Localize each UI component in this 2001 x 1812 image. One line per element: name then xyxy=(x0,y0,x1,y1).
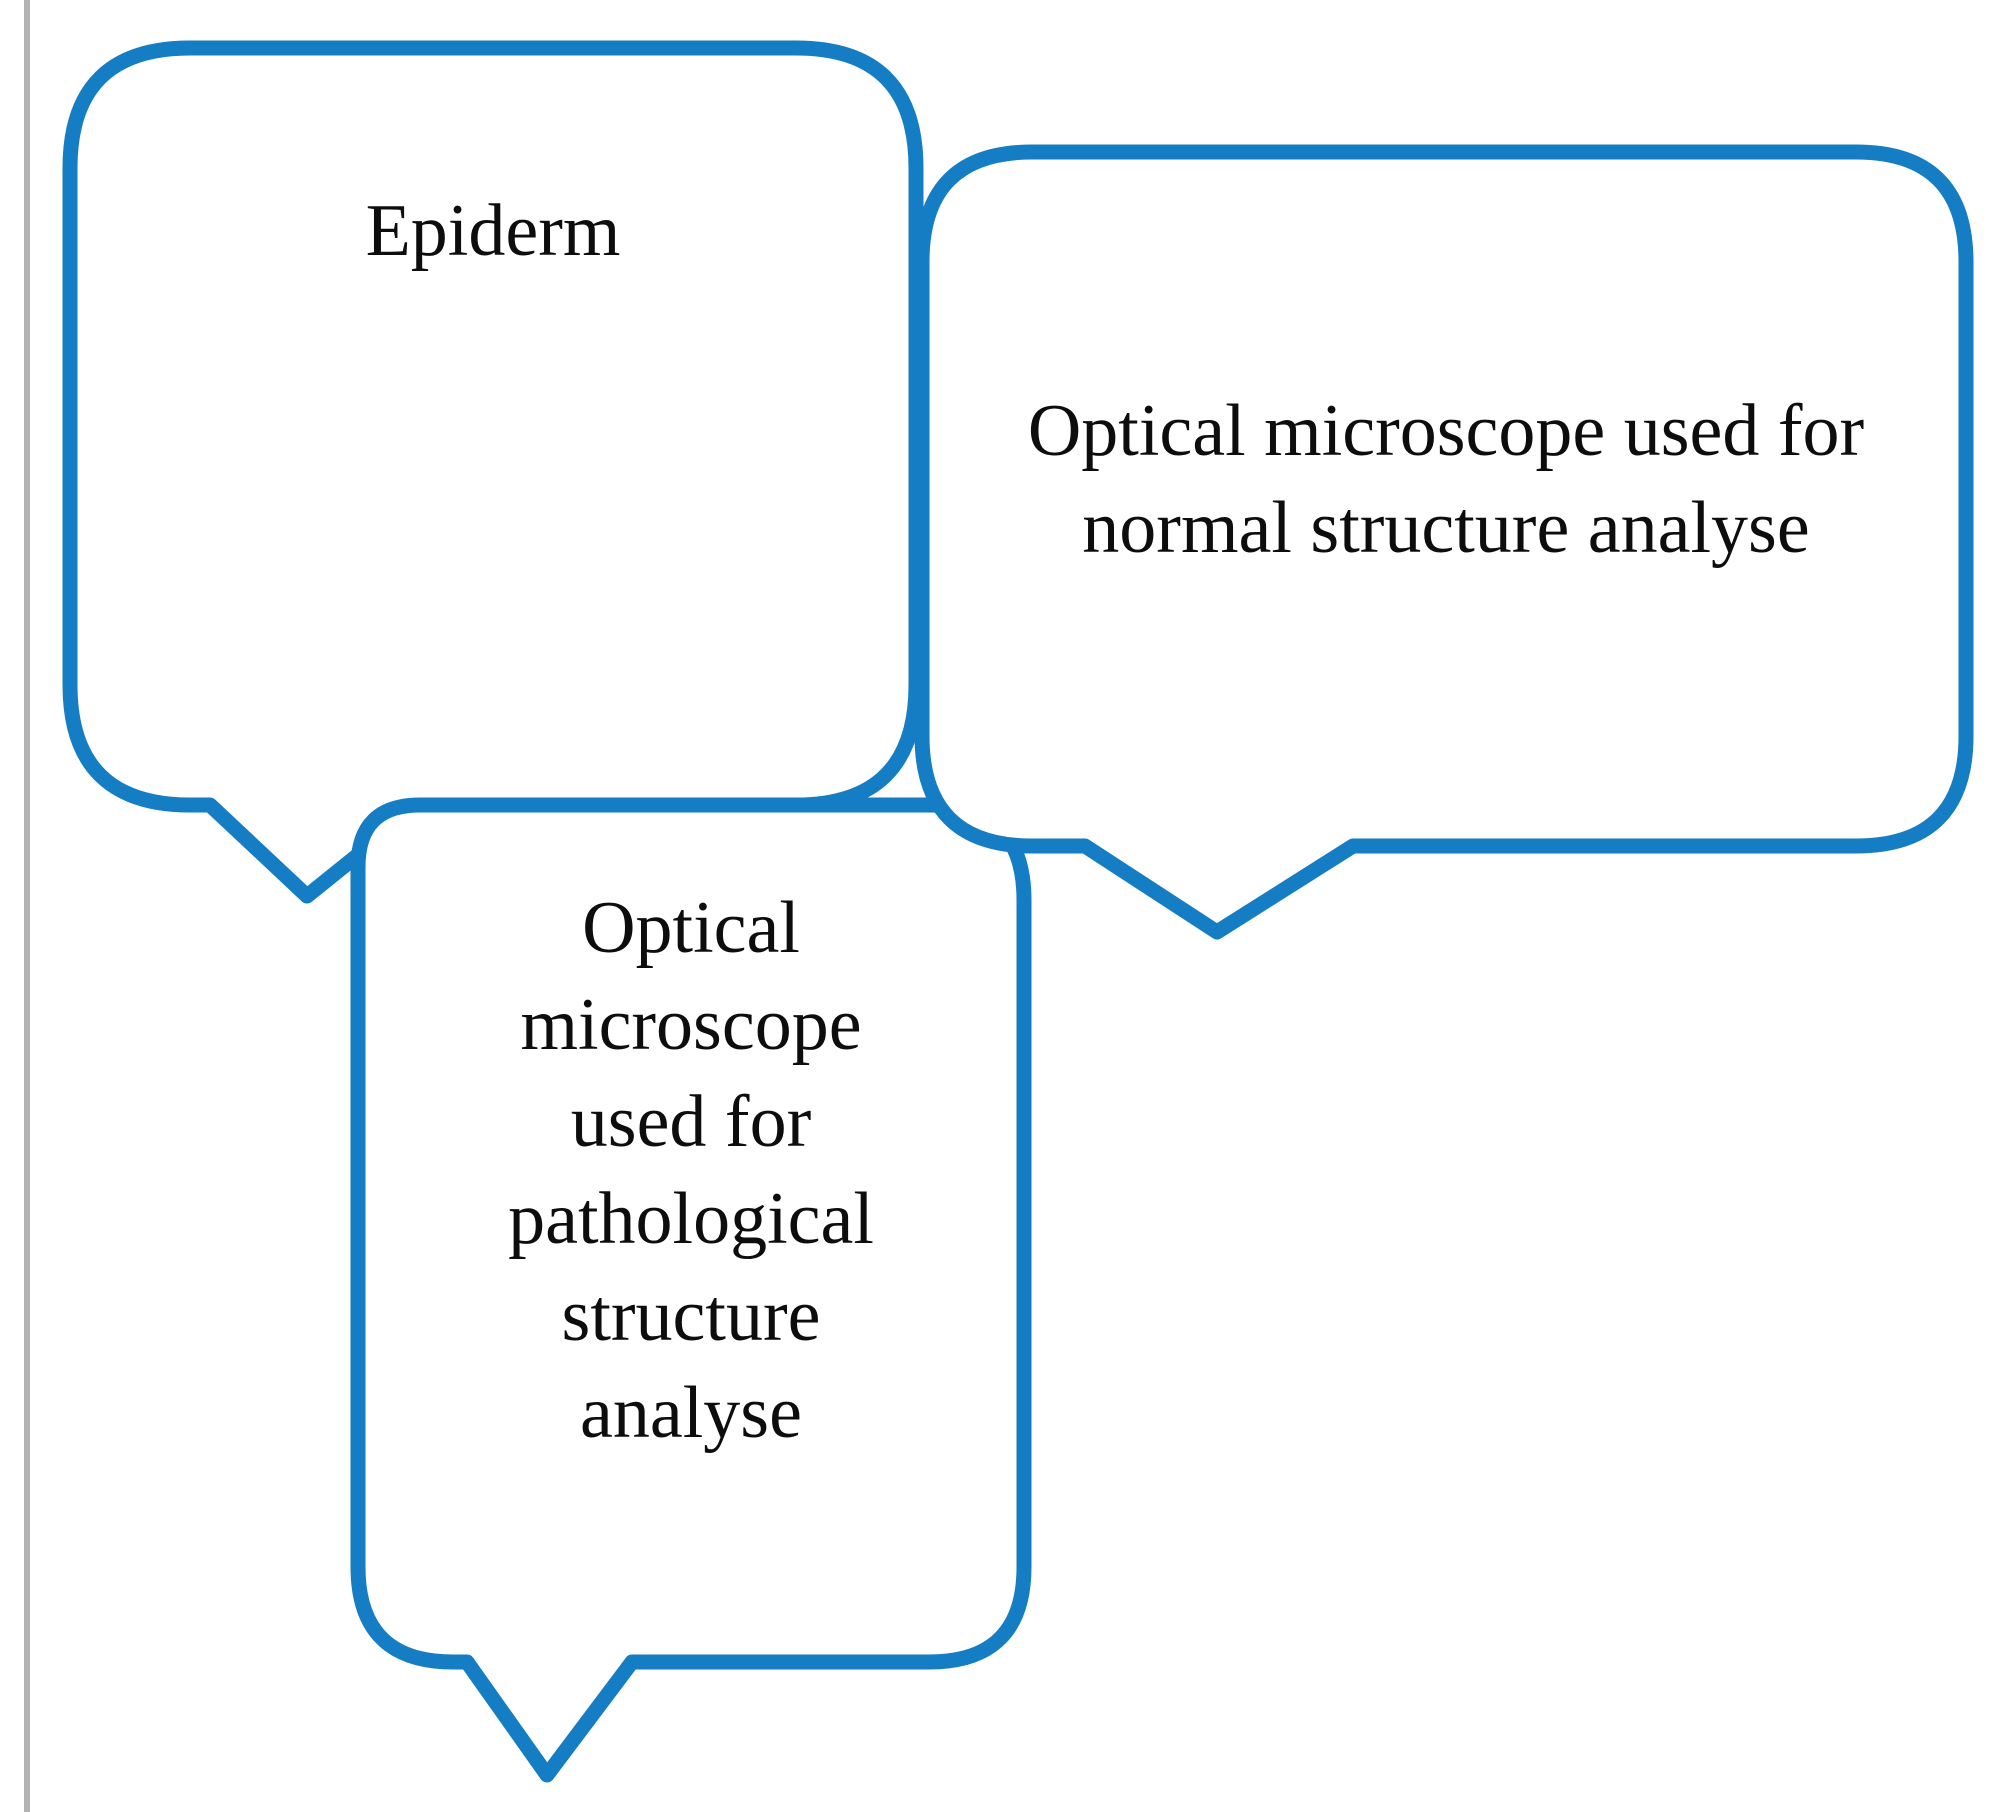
speech-bubble-normal-shape xyxy=(914,144,1974,940)
page-margin-line xyxy=(24,0,30,1812)
bubble-pathological-label: Optical microscope used for pathological… xyxy=(358,880,1024,1462)
bubble-pathological-text-line6: analyse xyxy=(580,1372,802,1454)
bubble-pathological-text-line5: structure xyxy=(561,1275,821,1357)
bubble-pathological-text-line1: Optical xyxy=(582,887,800,969)
bubble-epiderm-text: Epiderm xyxy=(365,190,621,272)
bubble-normal-text-line1: Optical microscope used for xyxy=(1027,390,1865,472)
bubble-normal-text-line2: normal structure analyse xyxy=(1082,487,1810,569)
bubble-epiderm-label: Epiderm xyxy=(70,183,916,280)
bubble-pathological-text-line4: pathological xyxy=(508,1178,874,1260)
bubble-normal-label: Optical microscope used for normal struc… xyxy=(926,383,1966,577)
bubble-pathological-text-line3: used for xyxy=(570,1081,812,1163)
bubble-pathological-text-line2: microscope xyxy=(520,984,862,1066)
speech-bubble-epiderm-shape xyxy=(62,40,924,904)
